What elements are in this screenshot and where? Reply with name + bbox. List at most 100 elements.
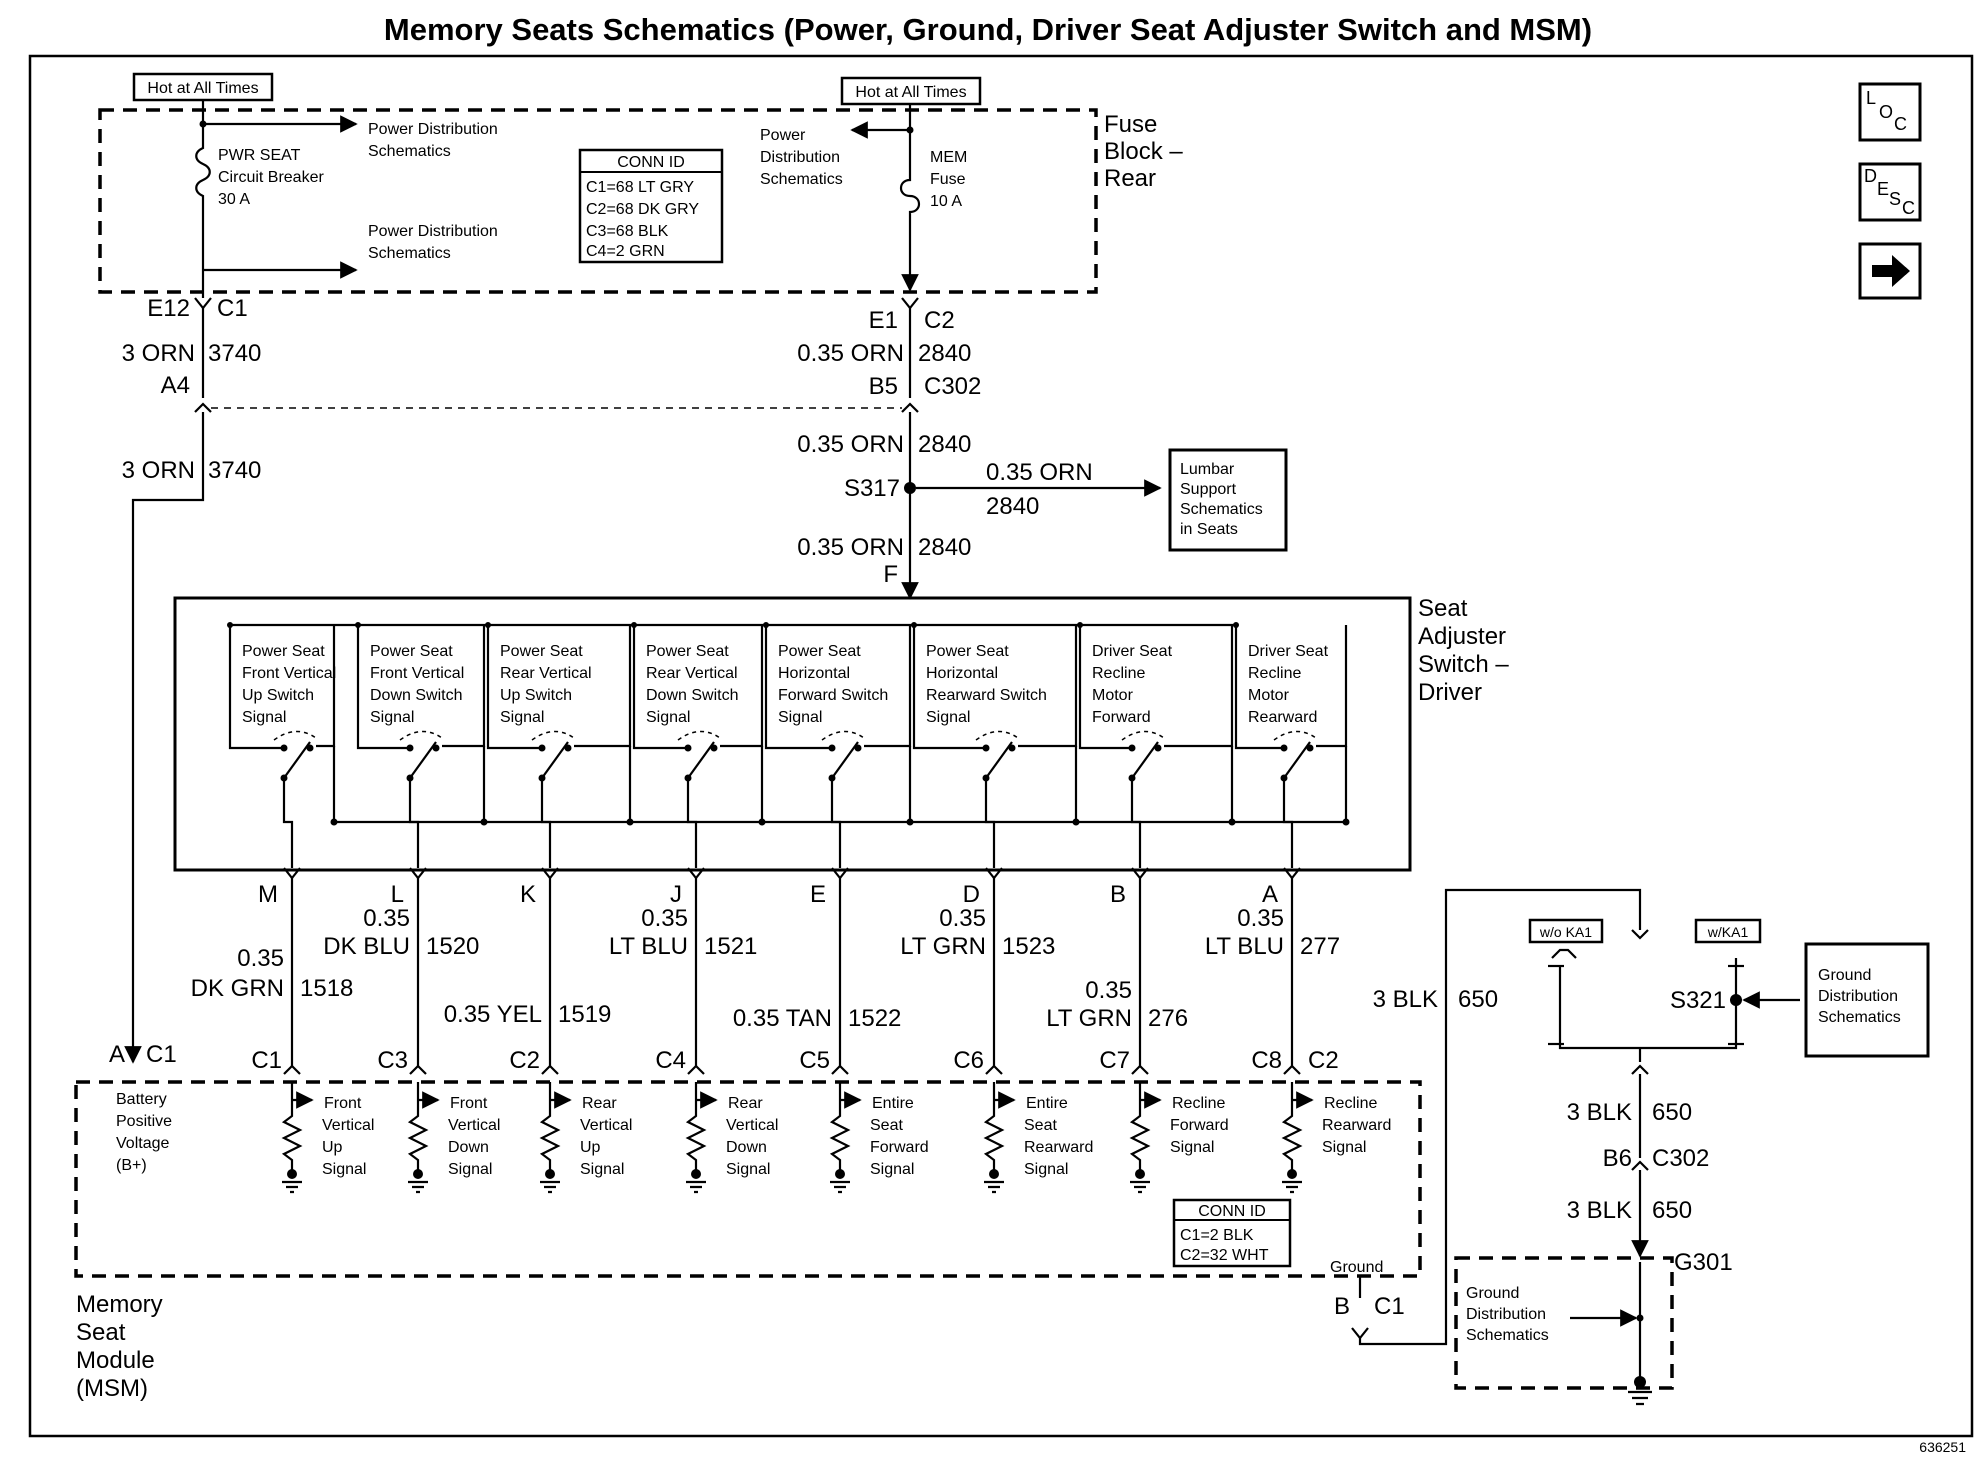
svg-text:Ground: Ground [1330,1259,1383,1276]
msm-input-label-line: Signal [1322,1139,1366,1156]
msm-input-label-line: Seat [1024,1117,1057,1134]
msm-input-label-line: Rearward [1322,1117,1391,1134]
switch-label-line: Up Switch [500,687,572,704]
svg-text:A: A [109,1041,125,1068]
power-distribution-ref-bottom: Power Distribution Schematics [368,223,498,262]
svg-text:2840: 2840 [918,534,971,561]
svg-text:3 ORN: 3 ORN [122,340,195,367]
svg-text:C1=68 LT GRY: C1=68 LT GRY [586,179,694,196]
arrow-right-icon[interactable] [1858,242,1922,300]
msm-connector-cavity: C2 [509,1047,540,1074]
svg-text:(MSM): (MSM) [76,1375,148,1402]
msm-connector: C2 [1308,1047,1339,1074]
wire-gauge-color: DK BLU [323,933,410,960]
wire-gauge-size: 0.35 [1237,905,1284,932]
svg-text:3 BLK: 3 BLK [1373,986,1438,1013]
conn-id-msm: CONN ID C1=2 BLK C2=32 WHT [1172,1198,1292,1268]
mem-fuse [850,104,921,292]
svg-text:Driver: Driver [1418,679,1482,706]
switch-label-line: Power Seat [500,643,583,660]
svg-text:C: C [1894,114,1907,134]
msm-input-label-line: Signal [726,1161,770,1178]
svg-text:650: 650 [1458,986,1498,1013]
svg-text:PWR SEAT: PWR SEAT [218,147,301,164]
mem-fuse-label: MEM Fuse 10 A [930,149,967,210]
figure-number: 636251 [1919,1439,1966,1455]
svg-text:Lumbar: Lumbar [1180,461,1235,478]
svg-text:2840: 2840 [918,340,971,367]
switch-label-line: Power Seat [370,643,453,660]
switch-label-line: Signal [370,709,414,726]
switch-pin: B [1110,881,1126,908]
wire-circuit: 277 [1300,933,1340,960]
switch-label-line: Motor [1248,687,1290,704]
conn-id-fuse-block: CONN ID C1=68 LT GRY C2=68 DK GRY C3=68 … [578,148,724,264]
switch-label-line: Signal [778,709,822,726]
switch-pin: K [520,881,536,908]
svg-text:2840: 2840 [918,431,971,458]
svg-text:Fuse: Fuse [1104,111,1157,138]
msm-input-label-line: Forward [1170,1117,1229,1134]
msm-label: Memory Seat Module (MSM) [76,1291,163,1402]
svg-text:3740: 3740 [208,340,261,367]
switch-label-line: Front Vertical [370,665,464,682]
svg-text:Ground: Ground [1466,1285,1519,1302]
svg-text:E: E [1877,179,1889,199]
svg-text:Power Distribution: Power Distribution [368,121,498,138]
svg-text:S: S [1889,189,1901,209]
svg-text:Schematics: Schematics [1818,1009,1901,1026]
svg-text:Seat: Seat [1418,595,1468,622]
svg-text:S321: S321 [1670,987,1726,1014]
svg-text:Seat: Seat [76,1319,126,1346]
ground-distribution-ref-bottom: Ground Distribution Schematics [1466,1285,1549,1344]
switch-label-line: Forward [1092,709,1151,726]
switch-label-line: Up Switch [242,687,314,704]
svg-text:Schematics: Schematics [760,171,843,188]
svg-text:A4: A4 [161,372,190,399]
memory-seat-module-outline [74,1080,1422,1278]
msm-input-label-line: Signal [1170,1139,1214,1156]
svg-text:Support: Support [1180,481,1237,498]
wire-gauge-size: 0.35 [237,945,284,972]
msm-input-label-line: Forward [870,1139,929,1156]
lumbar-support-ref: Lumbar Support Schematics in Seats [1168,448,1288,552]
switch-pin: D [963,881,980,908]
svg-text:Schematics: Schematics [1466,1327,1549,1344]
switch-label-line: Motor [1092,687,1134,704]
wire-gauge: 0.35 YEL [444,1001,542,1028]
wire-gauge: 0.35 TAN [733,1005,832,1032]
switch-label-line: Recline [1248,665,1301,682]
fuse-block-label: Fuse Block – Rear [1104,111,1183,192]
svg-text:C1: C1 [146,1041,177,1068]
msm-input-label-line: Rear [728,1095,763,1112]
msm-input-label-line: Entire [1026,1095,1068,1112]
svg-text:C4=2 GRN: C4=2 GRN [586,243,665,260]
msm-input-label-line: Up [580,1139,601,1156]
svg-text:C2=68 DK GRY: C2=68 DK GRY [586,201,699,218]
svg-text:650: 650 [1652,1197,1692,1224]
svg-text:E12: E12 [147,295,190,322]
svg-text:C1=2 BLK: C1=2 BLK [1180,1227,1254,1244]
loc-icon[interactable]: LOC [1858,82,1922,142]
svg-text:10 A: 10 A [930,193,962,210]
switch-label-line: Signal [500,709,544,726]
svg-text:B5: B5 [869,373,898,400]
svg-text:G301: G301 [1674,1249,1733,1276]
svg-text:2840: 2840 [986,493,1039,520]
msm-input-label-line: Front [450,1095,488,1112]
switch-label-line: Signal [242,709,286,726]
switch-label-line: Horizontal [926,665,998,682]
svg-text:0.35 ORN: 0.35 ORN [797,534,904,561]
